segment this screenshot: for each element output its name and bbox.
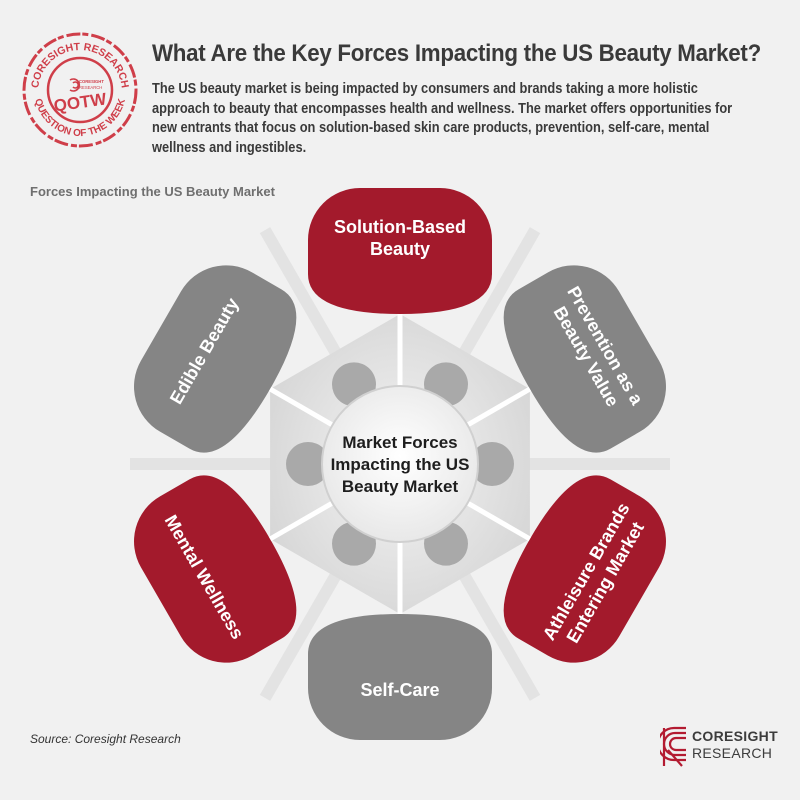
- hub-dot: [470, 442, 514, 486]
- page-title: What Are the Key Forces Impacting the US…: [152, 40, 761, 67]
- qotw-stamp: CORESIGHT RESEARCH QUESTION OF THE WEEK …: [22, 32, 138, 148]
- petal-shape: [134, 475, 297, 663]
- petal-shape: [308, 188, 492, 314]
- hub-dot: [286, 442, 330, 486]
- petal-prevention: Prevention as aBeauty Value: [503, 265, 666, 453]
- svg-text:CORESIGHT: CORESIGHT: [79, 79, 104, 84]
- petal-mental-wellness: Mental Wellness: [134, 475, 297, 663]
- svg-text:RESEARCH: RESEARCH: [79, 85, 102, 90]
- logo-sub: RESEARCH: [692, 745, 773, 761]
- petal-shape: [503, 265, 666, 453]
- petal-self-care: Self-Care: [308, 614, 492, 740]
- stamp-mini-logo-icon: [69, 78, 81, 92]
- petal-shape: [308, 614, 492, 740]
- source-note: Source: Coresight Research: [30, 732, 181, 746]
- petal-shape: [503, 475, 666, 663]
- coresight-logo-icon: [660, 726, 686, 767]
- logo-name: CORESIGHT: [692, 728, 778, 744]
- petal-edible-beauty: Edible Beauty: [134, 265, 297, 453]
- diagram-subtitle: Forces Impacting the US Beauty Market: [30, 184, 275, 199]
- center-circle: [321, 385, 479, 543]
- petal-label: Self-Care: [360, 680, 439, 700]
- intro-paragraph: The US beauty market is being impacted b…: [152, 81, 733, 156]
- petal-shape: [134, 265, 297, 453]
